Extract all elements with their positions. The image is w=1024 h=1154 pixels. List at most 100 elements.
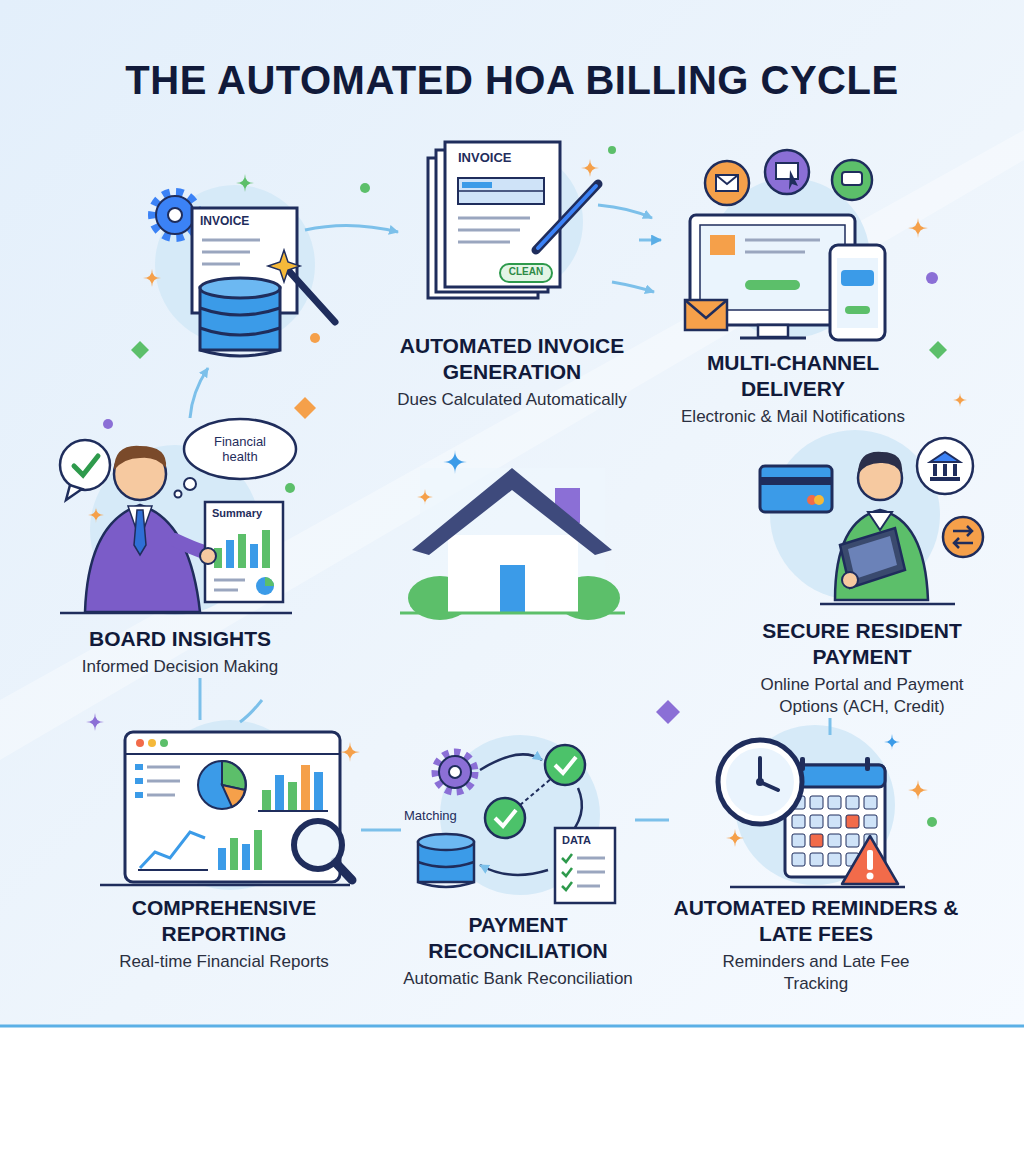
delivery-devices-icon	[837, 258, 878, 328]
background	[0, 130, 1024, 760]
icon-label: CLEAN	[500, 266, 552, 278]
step-description: Electronic & Mail Notifications	[663, 406, 923, 428]
reconciliation-icon	[480, 865, 548, 875]
report-dashboard-icon	[198, 761, 246, 809]
board-member-figure	[74, 456, 98, 475]
resident-payment-icon	[858, 452, 902, 474]
invoice-database-icon	[200, 308, 280, 335]
step-description: Online Portal and Payment Options (ACH, …	[737, 674, 987, 718]
reconciliation-icon	[577, 871, 605, 874]
sparkle	[608, 146, 616, 154]
resident-payment-icon	[760, 477, 832, 485]
cycle-connector	[361, 829, 401, 832]
board-member-figure	[184, 478, 196, 490]
reminder-calendar-icon	[828, 853, 841, 866]
icon-label: Financial health	[195, 434, 285, 464]
cycle-connector	[829, 718, 832, 735]
resident-payment-icon	[868, 512, 892, 530]
delivery-devices-icon	[685, 150, 885, 340]
board-member-figure	[175, 491, 182, 498]
invoice-stack-icon	[458, 241, 510, 244]
icon-label: INVOICE	[200, 214, 249, 228]
house-illustration	[400, 468, 625, 620]
step-description: Real-time Financial Reports	[89, 951, 359, 973]
reminder-calendar-icon	[792, 815, 805, 828]
house-illustration	[448, 535, 578, 613]
invoice-stack-icon	[536, 184, 598, 250]
reminder-calendar-icon	[864, 815, 877, 828]
invoice-stack-icon	[458, 178, 544, 204]
report-dashboard-icon	[254, 830, 262, 870]
icon-label: DATA	[562, 834, 591, 847]
sparkle	[581, 159, 599, 177]
delivery-devices-icon	[765, 150, 809, 194]
invoice-database-icon	[202, 251, 250, 254]
delivery-devices-icon	[758, 325, 788, 337]
delivery-devices-icon	[705, 161, 749, 205]
step-node: MULTI-CHANNEL DELIVERY Electronic & Mail …	[661, 165, 925, 428]
delivery-devices-icon	[832, 160, 872, 200]
reconciliation-icon	[485, 798, 525, 838]
board-member-figure	[184, 419, 296, 479]
reminder-calendar-icon	[730, 886, 905, 889]
board-member-figure	[256, 577, 274, 595]
sparkle	[926, 272, 938, 284]
icon-label: Matching	[404, 808, 457, 823]
delivery-devices-icon	[716, 175, 738, 184]
reminder-calendar-icon	[867, 873, 874, 880]
report-dashboard-icon	[135, 778, 143, 784]
report-dashboard-icon	[262, 790, 271, 810]
reconciliation-icon	[418, 834, 474, 850]
step-heading: MULTI-CHANNEL DELIVERY	[678, 350, 908, 402]
step-node: AUTOMATED REMINDERS & LATE FEESReminders…	[669, 735, 963, 995]
reconciliation-icon	[439, 756, 471, 788]
resident-payment-icon	[933, 464, 937, 476]
resident-payment-icon	[842, 572, 858, 588]
resident-payment-icon	[760, 438, 983, 604]
resident-payment-icon	[930, 477, 960, 481]
house-illustration	[412, 468, 612, 555]
invoice-database-icon	[153, 193, 335, 356]
report-dashboard-icon	[258, 810, 328, 812]
report-dashboard-icon	[218, 848, 226, 870]
board-member-figure	[200, 548, 216, 564]
reconciliation-icon	[555, 757, 576, 773]
delivery-devices-icon	[716, 175, 738, 191]
invoice-stack-icon	[538, 186, 596, 248]
invoice-stack-icon	[428, 142, 598, 298]
step-heading: COMPREHENSIVE REPORTING	[94, 895, 354, 947]
resident-payment-icon	[953, 526, 973, 548]
board-member-figure	[238, 534, 246, 568]
board-member-figure	[205, 502, 283, 602]
flow-arrow	[240, 700, 262, 722]
icon-label: INVOICE	[458, 150, 511, 165]
reconciliation-icon	[480, 754, 542, 770]
resident-payment-icon	[943, 464, 947, 476]
resident-payment-icon	[930, 452, 960, 462]
step-description: Automatic Bank Reconciliation	[403, 968, 633, 990]
sparkle	[88, 507, 104, 523]
invoice-stack-icon	[458, 190, 544, 192]
reconciliation-icon	[577, 885, 600, 888]
delivery-devices-icon	[685, 300, 727, 330]
report-dashboard-icon	[230, 838, 238, 870]
report-dashboard-icon	[147, 766, 180, 769]
sparkle	[310, 333, 320, 343]
resident-payment-icon	[835, 510, 928, 600]
report-dashboard-icon	[100, 884, 350, 887]
delivery-devices-icon	[700, 225, 845, 310]
invoice-database-icon	[153, 193, 197, 237]
reminder-calendar-icon	[718, 740, 905, 887]
step-heading: BOARD INSIGHTS	[50, 626, 310, 652]
flow-arrow	[190, 368, 208, 418]
step-description: Informed Decision Making	[50, 656, 310, 678]
invoice-stack-icon	[445, 142, 560, 287]
report-dashboard-icon	[335, 862, 352, 880]
reconciliation-icon	[562, 854, 572, 862]
cycle-connector	[635, 819, 669, 822]
delivery-devices-icon	[710, 235, 735, 255]
sparkle	[236, 174, 254, 192]
icon-backdrop	[770, 430, 940, 600]
